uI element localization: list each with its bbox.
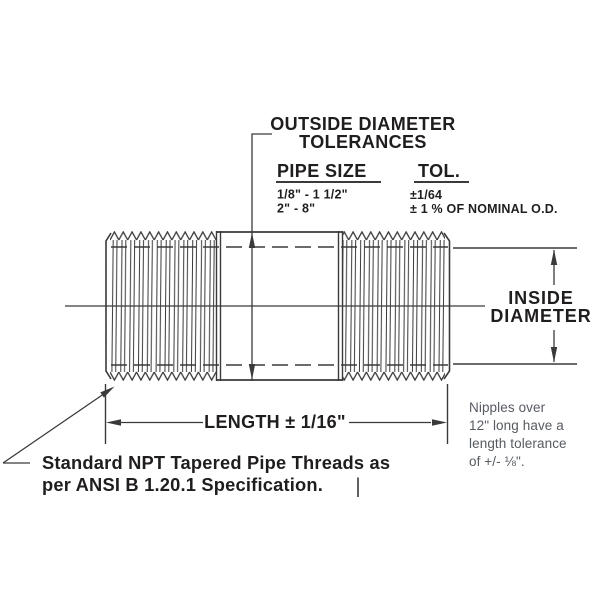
table-row-size: 1/8" - 1 1/2" (277, 188, 348, 202)
tolerances-title-line1: OUTSIDE DIAMETER (270, 114, 455, 134)
length-dimension-label: LENGTH ± 1/16" (204, 412, 346, 432)
table-row-size: 2" - 8" (277, 202, 315, 216)
left-thread-section (110, 231, 216, 381)
thread-note-leader (2, 386, 115, 464)
nipple-note-line3: length tolerance (469, 436, 567, 451)
pipe-size-column-header: PIPE SIZE (277, 161, 367, 181)
table-row-tol: ± 1 % OF NOMINAL O.D. (410, 202, 558, 216)
inside-diameter-label-line2: DIAMETER (490, 306, 591, 326)
nipple-note-line1: Nipples over (469, 400, 546, 415)
outside-diameter-dimension (248, 133, 272, 381)
inside-diameter-label-line1: INSIDE (508, 288, 573, 308)
tol-column-header: TOL. (418, 161, 460, 181)
nipple-note-line4: of +/- ⅛". (469, 454, 525, 469)
arrow-left-icon (106, 419, 121, 426)
pipe-body (105, 231, 451, 381)
arrow-right-icon (432, 419, 447, 426)
leader-line (2, 393, 104, 464)
tolerances-title-line2: TOLERANCES (299, 132, 427, 152)
thread-spec-note-line1: Standard NPT Tapered Pipe Threads as (42, 452, 390, 473)
arrow-down-icon (550, 347, 558, 363)
arrow-up-icon (248, 232, 256, 248)
inside-diameter-dimension (453, 247, 577, 365)
right-thread-section (343, 231, 445, 381)
od-leader-line (251, 133, 272, 381)
left-end-face (105, 232, 112, 380)
thread-spec-note-line2: per ANSI B 1.20.1 Specification. (42, 474, 323, 495)
arrow-up-right-icon (100, 386, 115, 398)
arrow-down-icon (248, 364, 256, 380)
nipple-note-line2: 12" long have a (469, 418, 564, 433)
right-end-face (443, 232, 451, 380)
table-row-tol: ±1/64 (410, 188, 442, 202)
arrow-up-icon (550, 249, 558, 265)
